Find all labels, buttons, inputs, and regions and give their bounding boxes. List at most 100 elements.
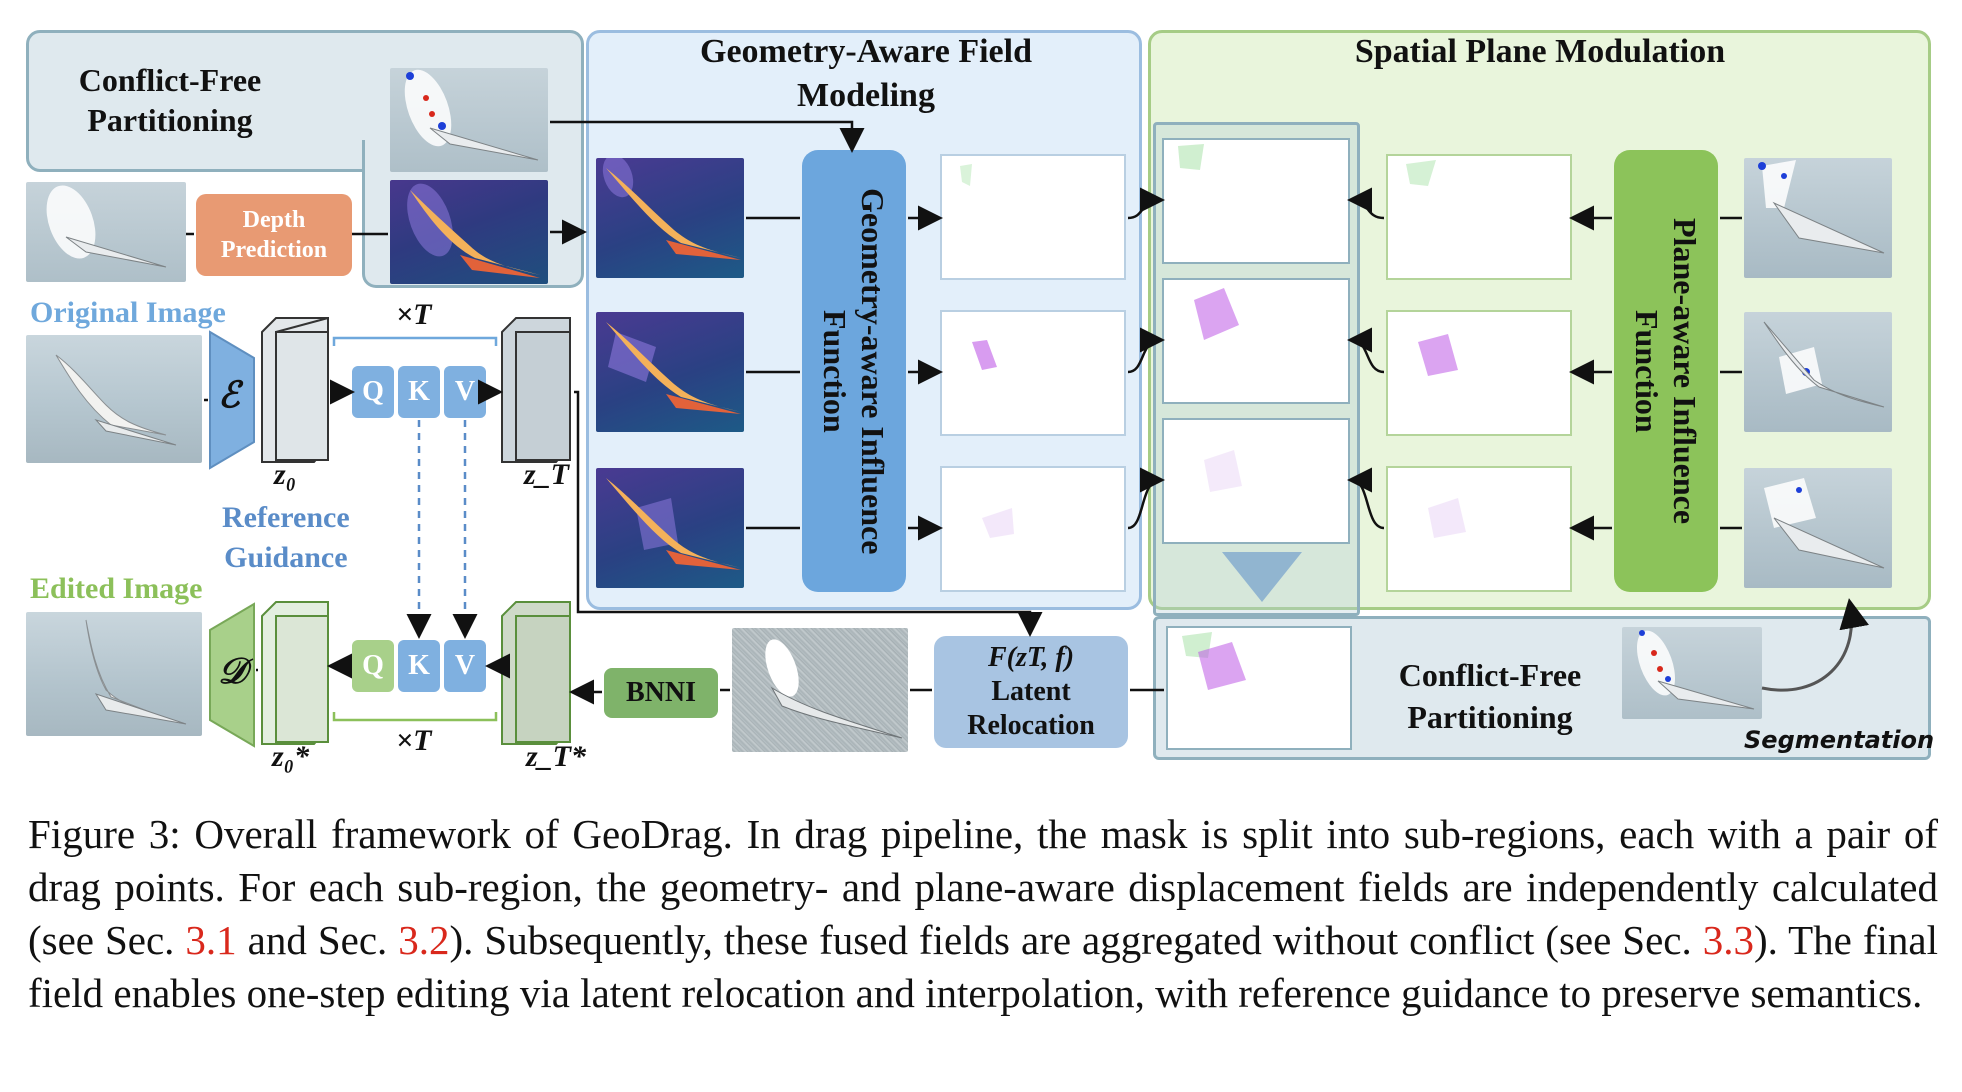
caption-part2: and Sec.: [236, 917, 399, 963]
caption-ref3[interactable]: 3.3: [1702, 917, 1754, 963]
zT-star-label: z_T*: [526, 740, 586, 773]
geometry-field-2: [940, 310, 1126, 436]
z0-star-label: z₀*: [272, 740, 310, 773]
q-block-bottom: Q: [352, 640, 394, 692]
k-label-bottom: K: [408, 650, 430, 681]
conflict-free-bottom-title-text: Conflict-Free Partitioning: [1398, 657, 1582, 735]
z0-label: z₀: [274, 458, 297, 491]
caption-part3: ). Subsequently, these fused fields are …: [449, 917, 1703, 963]
geometry-field-1: [940, 154, 1126, 280]
conflict-free-top-title-text: Conflict-Free Partitioning: [78, 62, 262, 138]
zT-label: z_T: [524, 458, 569, 491]
mask-overlay-icon: [46, 185, 167, 268]
spatial-title-text: Spatial Plane Modulation: [1354, 33, 1726, 70]
caption-part4: ). The final field enables one-step edit…: [28, 917, 1938, 1016]
segmentation-label: Segmentation: [1744, 726, 1935, 754]
reference-line2: Guidance: [224, 541, 348, 574]
times-t-bottom: ×T: [396, 724, 432, 757]
k-label-top: K: [408, 376, 430, 407]
field-blob: [960, 164, 972, 186]
geometry-depth-3: [596, 468, 744, 588]
figure-caption: Figure 3: Overall framework of GeoDrag. …: [28, 808, 1938, 1020]
depth-gull-icon: [606, 478, 741, 570]
masked-input-photo: [26, 182, 186, 282]
drag-points-icon: [404, 69, 539, 161]
conflict-free-top-title: Conflict-Free Partitioning: [40, 60, 300, 140]
caption-part1: Figure 3: Overall framework of GeoDrag. …: [28, 811, 1938, 963]
field-blob: [1406, 160, 1436, 186]
geometry-field-3: [940, 466, 1126, 592]
gull-icon: [765, 639, 903, 739]
depth-prediction-block: Depth Prediction: [196, 194, 352, 276]
aggregated-field-3: [1162, 418, 1350, 544]
field-blob: [1204, 450, 1242, 492]
conflict-free-bottom-title: Conflict-Free Partitioning: [1380, 654, 1600, 738]
latent-zT-star-cube: [501, 601, 571, 745]
gull-icon: [85, 619, 187, 725]
plane-photo-1: [1744, 158, 1892, 278]
times-t-top: ×T: [396, 298, 432, 331]
caption-ref1[interactable]: 3.1: [185, 917, 237, 963]
reference-line1: Reference: [222, 501, 350, 534]
depth-gull-icon: [606, 322, 741, 414]
depth-gull-icon: [407, 183, 540, 278]
latent-line2: Relocation: [967, 710, 1095, 741]
plane-mask-icon: [1758, 160, 1885, 254]
original-image-photo: [26, 335, 202, 463]
decoder-label: 𝒟: [218, 651, 247, 691]
v-label-bottom: V: [454, 650, 476, 681]
segmented-top-photo: [390, 68, 548, 172]
final-field: [1166, 626, 1352, 750]
edited-image-photo: [26, 612, 202, 736]
depth-gull-icon: [602, 158, 741, 260]
bnni-block: BNNI: [604, 668, 718, 718]
plane-field-1: [1386, 154, 1572, 280]
latent-relocation-block: F(zT, f) Latent Relocation: [934, 636, 1128, 748]
v-label-top: V: [454, 376, 476, 407]
plane-influence-block: Plane-aware Influence Function: [1614, 150, 1718, 592]
k-block-bottom: K: [398, 640, 440, 692]
decoder-icon: [209, 602, 255, 748]
connector-lines: [186, 120, 1869, 722]
k-block-top: K: [398, 366, 440, 418]
aggregated-field-1: [1162, 138, 1350, 264]
depth-prediction-label: Depth Prediction: [220, 207, 328, 263]
plane-photo-3: [1744, 468, 1892, 588]
geometry-title-line2: Modeling: [797, 77, 935, 114]
aggregated-field-2: [1162, 278, 1350, 404]
caption-ref2[interactable]: 3.2: [398, 917, 450, 963]
field-blob: [1178, 144, 1204, 170]
latent-z0-star-cube: [261, 601, 329, 745]
plane-field-2: [1386, 310, 1572, 436]
q-label-bottom: Q: [362, 650, 384, 681]
encoder-icon: [209, 330, 255, 470]
reference-guidance-label: Reference Guidance: [222, 498, 350, 578]
geometry-title-line1: Geometry-Aware Field: [700, 33, 1032, 70]
plane-mask-icon: [1763, 321, 1885, 408]
latent-zT-cube: [501, 317, 571, 463]
bnni-label: BNNI: [625, 677, 696, 708]
geometry-depth-2: [596, 312, 744, 432]
encoder-label: ℰ: [218, 375, 240, 415]
gull-icon: [55, 354, 177, 446]
plane-influence-label: Plane-aware Influence Function: [1629, 217, 1703, 525]
plane-photo-2: [1744, 312, 1892, 432]
edited-image-label: Edited Image: [30, 572, 203, 605]
plane-mask-icon: [1764, 478, 1885, 569]
latent-line1: Latent: [991, 676, 1071, 707]
geometry-influence-block: Geometry-aware Influence Function: [802, 150, 906, 592]
depth-map-photo: [390, 180, 548, 284]
field-blob: [1194, 288, 1239, 340]
geometry-depth-1: [596, 158, 744, 278]
field-blob: [1418, 334, 1458, 376]
original-image-label: Original Image: [30, 296, 226, 329]
q-block-top: Q: [352, 366, 394, 418]
field-blob: [1428, 498, 1466, 538]
drag-points-icon: [1636, 630, 1755, 710]
plane-field-3: [1386, 466, 1572, 592]
segmentation-photo: [1622, 627, 1762, 719]
q-label-top: Q: [362, 376, 384, 407]
field-blob: [972, 340, 997, 370]
spatial-panel-title: Spatial Plane Modulation: [1150, 30, 1930, 74]
geometry-influence-label: Geometry-aware Influence Function: [817, 187, 891, 555]
